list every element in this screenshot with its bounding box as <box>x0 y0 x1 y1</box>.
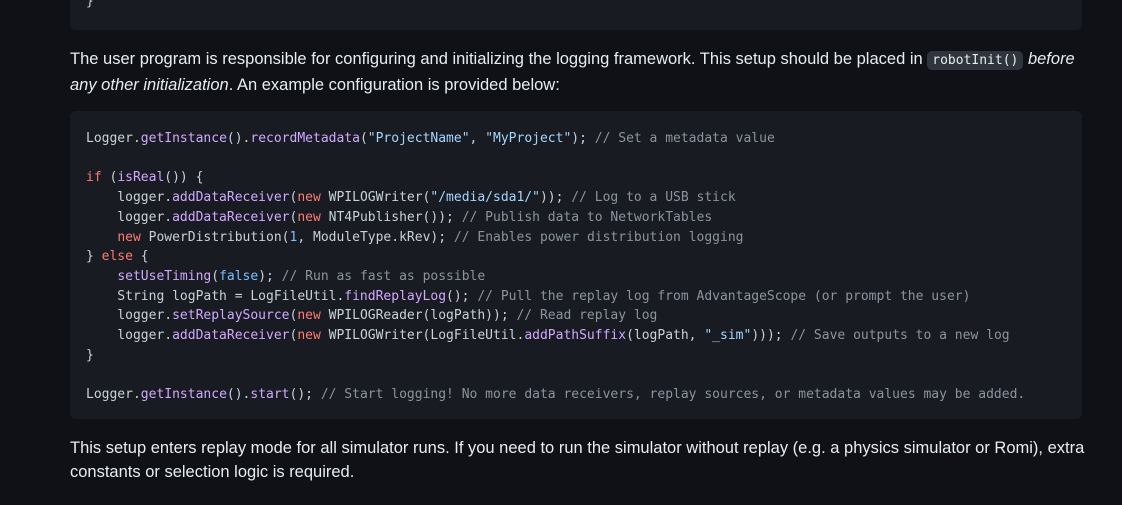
code-line: logger.addDataReceiver(new WPILOGWriter(… <box>86 328 1010 344</box>
code-token: // Pull the replay log from AdvantageSco… <box>469 288 971 304</box>
code-token: new <box>297 328 321 344</box>
code-token: "_sim" <box>704 328 752 344</box>
code-token: } <box>86 347 94 363</box>
code-token: ( <box>289 308 298 324</box>
code-token: new <box>117 229 141 245</box>
code-token: Logger. <box>86 387 141 403</box>
code-token: , <box>469 131 486 146</box>
code-token: (). <box>226 387 251 403</box>
code-token: addDataReceiver <box>172 190 290 206</box>
code-token: (). <box>226 131 251 146</box>
code-token: "MyProject" <box>485 131 572 146</box>
code-token: ))); <box>751 328 783 344</box>
code-token: logger. <box>86 209 173 225</box>
code-token: ); <box>571 131 595 146</box>
code-token: ( <box>289 328 298 344</box>
code-token: // Read replay log <box>508 308 658 324</box>
code-line: } else { <box>86 249 149 264</box>
code-token: (); <box>446 288 470 304</box>
code-token: (); <box>289 387 313 403</box>
code-line: } <box>86 348 94 363</box>
code-token: // Save outputs to a new log <box>782 328 1010 344</box>
code-token: if <box>86 170 102 186</box>
code-token: recordMetadata <box>250 131 360 146</box>
code-token: // Publish data to NetworkTables <box>453 209 713 225</box>
code-token: PowerDistribution( <box>140 229 290 245</box>
previous-code-fragment: } <box>86 0 94 9</box>
code-token: logger. <box>86 308 173 324</box>
code-token: )); <box>539 190 564 206</box>
code-line: new PowerDistribution(1, ModuleType.kRev… <box>86 230 743 245</box>
code-token: addDataReceiver <box>172 328 290 344</box>
code-token: addDataReceiver <box>172 209 290 225</box>
inline-code-robotinit: robotInit() <box>927 51 1024 70</box>
code-token: 1 <box>289 229 298 245</box>
code-token: setReplaySource <box>172 308 290 324</box>
code-token: else <box>101 249 133 265</box>
code-token: } <box>86 249 102 265</box>
code-line: logger.setReplaySource(new WPILOGReader(… <box>86 308 657 323</box>
code-token: new <box>297 308 321 324</box>
code-token: // Log to a USB stick <box>563 190 736 206</box>
code-token: WPILOGWriter( <box>320 190 431 206</box>
code-token: isReal <box>117 170 165 186</box>
code-token: (logPath, <box>626 328 705 344</box>
intro-text: The user program is responsible for conf… <box>70 50 928 68</box>
code-token: WPILOGReader(logPath)); <box>320 308 509 324</box>
code-token: Logger. <box>86 131 141 146</box>
code-token: new <box>297 209 321 225</box>
code-token <box>86 269 117 284</box>
code-token: ( <box>211 268 220 284</box>
code-token: // Run as fast as possible <box>273 268 486 284</box>
code-token: { <box>132 249 149 265</box>
code-token: ); <box>258 268 274 284</box>
code-token: ( <box>289 209 298 225</box>
code-token: // Enables power distribution logging <box>446 229 744 245</box>
code-token: findReplayLog <box>344 288 447 304</box>
code-token: logger. <box>86 190 173 206</box>
code-token <box>86 230 117 245</box>
code-token: , ModuleType.kRev); <box>297 229 447 245</box>
code-token: getInstance <box>140 131 227 146</box>
code-token: setUseTiming <box>117 268 212 284</box>
code-example: Logger.getInstance().recordMetadata("Pro… <box>86 129 1066 405</box>
code-token: // Start logging! No more data receivers… <box>313 387 1026 403</box>
code-line: logger.addDataReceiver(new NT4Publisher(… <box>86 210 712 225</box>
code-example-block: Logger.getInstance().recordMetadata("Pro… <box>70 111 1082 419</box>
intro-paragraph: The user program is responsible for conf… <box>70 47 1085 97</box>
intro-text-end: . An example configuration is provided b… <box>228 76 560 94</box>
code-token: WPILOGWriter(LogFileUtil. <box>320 328 525 344</box>
code-token: ( <box>289 190 298 206</box>
previous-code-block: } <box>70 0 1082 30</box>
code-line: setUseTiming(false); // Run as fast as p… <box>86 269 485 284</box>
code-token: false <box>219 268 259 284</box>
outro-paragraph: This setup enters replay mode for all si… <box>70 439 1085 481</box>
intro-emphasis: before any other initialization <box>70 50 1075 94</box>
code-line: Logger.getInstance().recordMetadata("Pro… <box>86 131 775 146</box>
code-token: // Set a metadata value <box>594 131 775 146</box>
code-line: if (isReal()) { <box>86 170 203 185</box>
code-token: "/media/sda1/" <box>430 190 540 206</box>
code-line: Logger.getInstance().start(); // Start l… <box>86 387 1025 402</box>
code-line: logger.addDataReceiver(new WPILOGWriter(… <box>86 190 736 206</box>
code-line: String logPath = LogFileUtil.findReplayL… <box>86 289 970 304</box>
code-token: "ProjectName" <box>367 131 470 146</box>
code-token: String logPath = LogFileUtil. <box>86 288 345 304</box>
code-token: ()) { <box>164 170 204 186</box>
code-token: start <box>250 387 290 403</box>
code-token: ( <box>359 131 368 146</box>
code-token: addPathSuffix <box>524 328 627 344</box>
code-token: NT4Publisher()); <box>320 209 454 225</box>
code-token: new <box>297 190 321 206</box>
code-token: logger. <box>86 328 173 344</box>
code-token: getInstance <box>140 387 227 403</box>
code-token: ( <box>101 170 118 186</box>
